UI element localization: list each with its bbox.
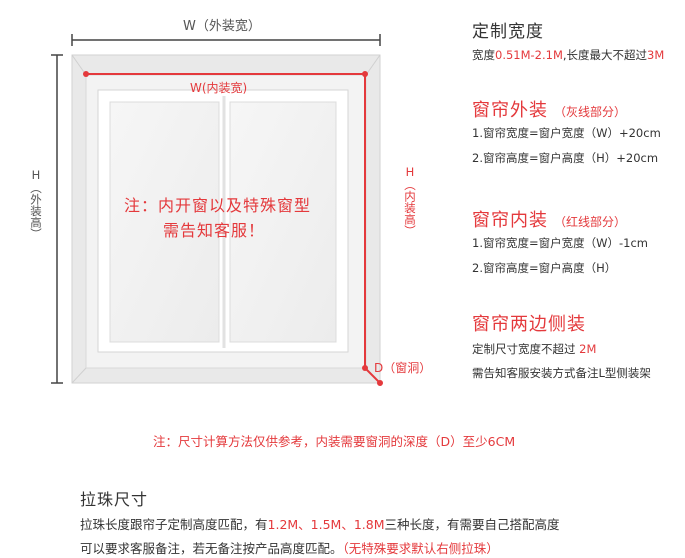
- side-install-line2: 需告知客服安装方式备注L型侧装架: [472, 366, 651, 380]
- pull-bead-line2-highlight: （无特殊要求默认右侧拉珠）: [342, 541, 499, 556]
- pull-bead-sizes: 1.2M、1.5M、1.8M: [267, 517, 385, 532]
- pull-bead-line1: 拉珠长度跟帘子定制高度匹配，有1.2M、1.5M、1.8M三种长度，有需要自己搭…: [80, 514, 560, 533]
- pull-bead-line1-prefix: 拉珠长度跟帘子定制高度匹配，有: [80, 517, 268, 532]
- inner-install-subtitle: （红线部分）: [554, 215, 627, 229]
- outer-height-label: H（外装高）: [29, 168, 43, 240]
- custom-width-mid: ,长度最大不超过: [562, 48, 648, 62]
- pull-bead-line2: 可以要求客服备注，若无备注按产品高度匹配。（无特殊要求默认右侧拉珠）: [80, 538, 499, 557]
- depth-label: D（窗洞）: [374, 361, 432, 375]
- outer-install-item-2: 2.窗帘高度=窗户高度（H）+20cm: [472, 151, 659, 165]
- inner-install-item-1: 1.窗帘宽度=窗户宽度（W）-1cm: [472, 236, 648, 250]
- window-pane-right: [229, 101, 337, 343]
- side-install-title: 窗帘两边侧装: [472, 314, 586, 335]
- custom-width-range: 0.51M-2.1M: [495, 48, 563, 62]
- diagram-note-line1: 注：内开窗以及特殊窗型: [124, 196, 312, 215]
- outer-install-subtitle: （灰线部分）: [554, 105, 627, 119]
- custom-width-max: 3M: [647, 48, 665, 62]
- inner-install-title: 窗帘内装 （红线部分）: [472, 206, 626, 232]
- window-diagram: [51, 34, 383, 386]
- pull-bead-line1-suffix: 三种长度，有需要自己搭配高度: [384, 517, 560, 532]
- inner-width-label: W(内装宽): [190, 81, 248, 95]
- pull-bead-title: 拉珠尺寸: [80, 490, 149, 509]
- notice-prefix: 注：尺寸计算方法仅供参考，内装需要窗洞的: [153, 434, 404, 449]
- depth-line: [364, 367, 381, 384]
- side-install-line1-value: 2M: [579, 342, 597, 356]
- side-install-line1: 定制尺寸宽度不超过 2M: [472, 341, 596, 357]
- inner-install-title-text: 窗帘内装: [472, 210, 548, 231]
- custom-width-text: 宽度0.51M-2.1M,长度最大不超过3M: [472, 47, 664, 63]
- outer-width-label: W（外装宽）: [183, 19, 261, 34]
- outer-install-title-text: 窗帘外装: [472, 100, 548, 121]
- pull-bead-line2-prefix: 可以要求客服备注，若无备注按产品高度匹配。: [80, 541, 343, 556]
- diagram-note-line2: 需告知客服！: [163, 221, 266, 240]
- notice-highlight: 深度: [403, 434, 429, 449]
- custom-width-prefix: 宽度: [472, 48, 495, 62]
- window-pane-left: [109, 101, 220, 343]
- side-install-line1-prefix: 定制尺寸宽度不超过: [472, 342, 580, 356]
- inner-install-item-2: 2.窗帘高度=窗户高度（H）: [472, 261, 617, 275]
- outer-install-title: 窗帘外装 （灰线部分）: [472, 96, 626, 122]
- outer-install-item-1: 1.窗帘宽度=窗户宽度（W）+20cm: [472, 126, 661, 140]
- custom-width-title: 定制宽度: [472, 22, 544, 42]
- inner-height-label: H（内装高）: [403, 165, 417, 237]
- notice-suffix: （D）至少6CM: [428, 434, 516, 449]
- measurement-notice: 注：尺寸计算方法仅供参考，内装需要窗洞的深度（D）至少6CM: [153, 431, 515, 450]
